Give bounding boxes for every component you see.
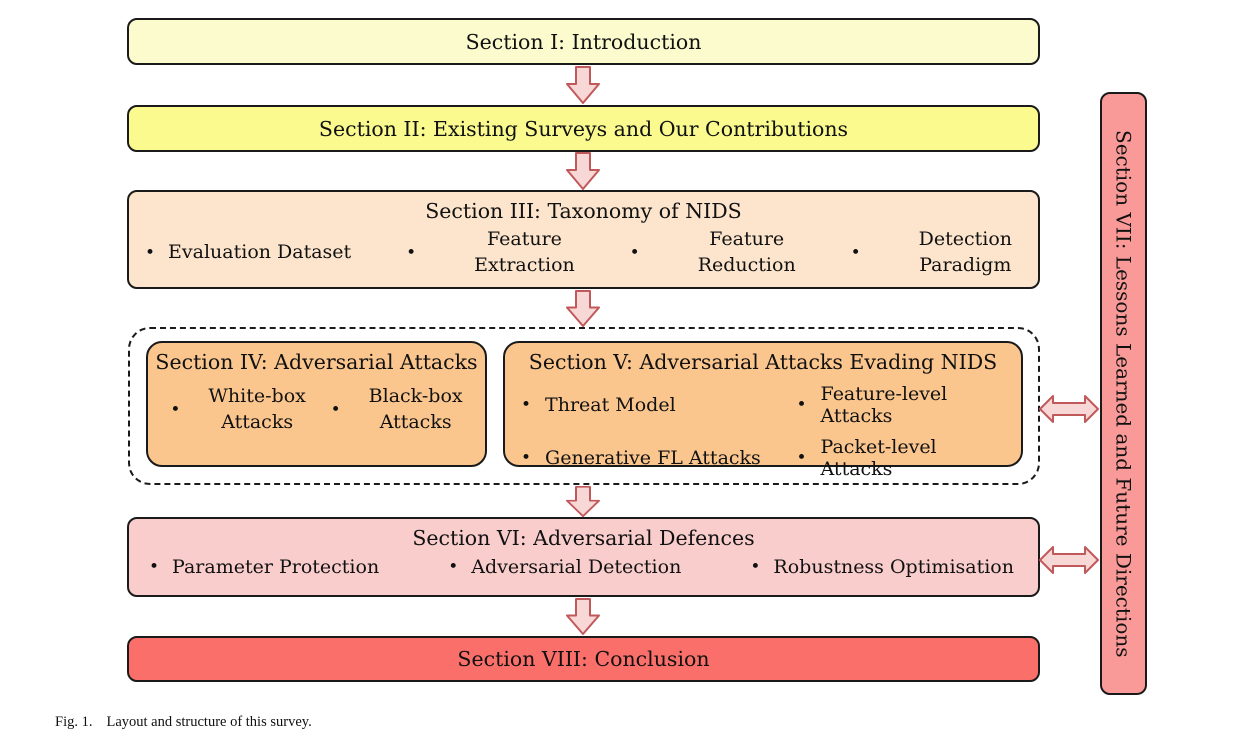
bullet-item: • Detection Paradigm — [851, 227, 1012, 278]
figure-caption-text: Layout and structure of this survey. — [106, 714, 312, 730]
section-4-bullet-row: • White-box Attacks • Black-box Attacks — [148, 374, 485, 435]
section-3-bullet-row: • Evaluation Dataset • Feature Extractio… — [129, 223, 1038, 278]
bullet-icon: • — [145, 242, 156, 263]
bullet-icon: • — [629, 242, 640, 263]
bullet-icon: • — [149, 557, 160, 577]
bullet-item: • Evaluation Dataset — [145, 240, 351, 266]
bullet-icon: • — [330, 399, 341, 420]
bullet-label: Feature Reduction — [697, 228, 796, 276]
bullet-item: • Threat Model — [521, 383, 797, 427]
down-arrow-icon — [566, 598, 600, 635]
bullet-icon: • — [750, 557, 761, 577]
bullet-label: Feature-level Attacks — [820, 383, 948, 427]
section-8-box: Section VIII: Conclusion — [127, 636, 1040, 682]
down-arrow-icon — [566, 486, 600, 517]
bullet-item: • Robustness Optimisation — [750, 556, 1014, 578]
section-2-title: Section II: Existing Surveys and Our Con… — [318, 116, 849, 141]
bullet-icon: • — [796, 448, 807, 468]
section-6-title: Section VI: Adversarial Defences — [412, 526, 755, 550]
section-5-title: Section V: Adversarial Attacks Evading N… — [528, 350, 998, 374]
section-2-box: Section II: Existing Surveys and Our Con… — [127, 105, 1040, 152]
bullet-item: • Parameter Protection — [149, 556, 379, 578]
bullet-label: Parameter Protection — [172, 556, 380, 578]
bullet-item: • Packet-level Attacks — [797, 436, 1013, 480]
section-4-title: Section IV: Adversarial Attacks — [155, 350, 478, 374]
bullet-item: • Feature Extraction — [406, 227, 575, 278]
section-3-box: Section III: Taxonomy of NIDS • Evaluati… — [127, 190, 1040, 289]
figure-caption-label: Fig. 1. — [55, 714, 93, 730]
section-7-title: Section VII: Lessons Learned and Future … — [1111, 129, 1136, 658]
section-6-bullet-row: • Parameter Protection • Adversarial Det… — [129, 550, 1038, 578]
section-7-box: Section VII: Lessons Learned and Future … — [1100, 92, 1147, 695]
bullet-icon: • — [448, 557, 459, 577]
section-1-title: Section I: Introduction — [465, 29, 702, 54]
section-5-box: Section V: Adversarial Attacks Evading N… — [503, 341, 1023, 480]
section-3-title: Section III: Taxonomy of NIDS — [425, 199, 742, 223]
bullet-label: White-box Attacks — [208, 385, 306, 433]
bullet-label: Generative FL Attacks — [545, 447, 761, 469]
bullet-label: Threat Model — [545, 394, 676, 416]
bullet-item: • Feature-level Attacks — [797, 383, 1013, 427]
adversarial-attacks-group-outline — [128, 327, 1040, 485]
bullet-item: • White-box Attacks — [170, 384, 306, 435]
bullet-icon: • — [796, 395, 807, 415]
double-arrow-icon — [1039, 395, 1099, 423]
down-arrow-icon — [566, 290, 600, 327]
down-arrow-icon — [566, 152, 600, 190]
bullet-icon: • — [521, 395, 532, 415]
section-4-box: Section IV: Adversarial Attacks • White-… — [146, 341, 487, 467]
section-6-box: Section VI: Adversarial Defences • Param… — [127, 517, 1040, 597]
bullet-label: Feature Extraction — [474, 228, 575, 276]
figure-caption: Fig. 1. Layout and structure of this surv… — [55, 714, 312, 731]
down-arrow-icon — [566, 66, 600, 104]
bullet-label: Detection Paradigm — [918, 228, 1012, 276]
bullet-label: Packet-level Attacks — [820, 436, 937, 480]
section-8-title: Section VIII: Conclusion — [457, 647, 710, 671]
section-5-bullet-grid: • Threat Model • Feature-level Attacks •… — [505, 374, 1021, 480]
bullet-icon: • — [850, 242, 861, 263]
bullet-item: • Black-box Attacks — [331, 384, 463, 435]
bullet-label: Black-box Attacks — [368, 385, 463, 433]
bullet-icon: • — [521, 448, 532, 468]
bullet-label: Evaluation Dataset — [168, 240, 352, 263]
bullet-icon: • — [406, 242, 417, 263]
bullet-label: Robustness Optimisation — [773, 556, 1014, 578]
bullet-item: • Adversarial Detection — [448, 556, 681, 578]
bullet-item: • Feature Reduction — [630, 227, 796, 278]
double-arrow-icon — [1039, 546, 1099, 574]
bullet-icon: • — [170, 399, 181, 420]
section-1-box: Section I: Introduction — [127, 18, 1040, 65]
bullet-label: Adversarial Detection — [471, 556, 682, 578]
bullet-item: • Generative FL Attacks — [521, 436, 797, 480]
